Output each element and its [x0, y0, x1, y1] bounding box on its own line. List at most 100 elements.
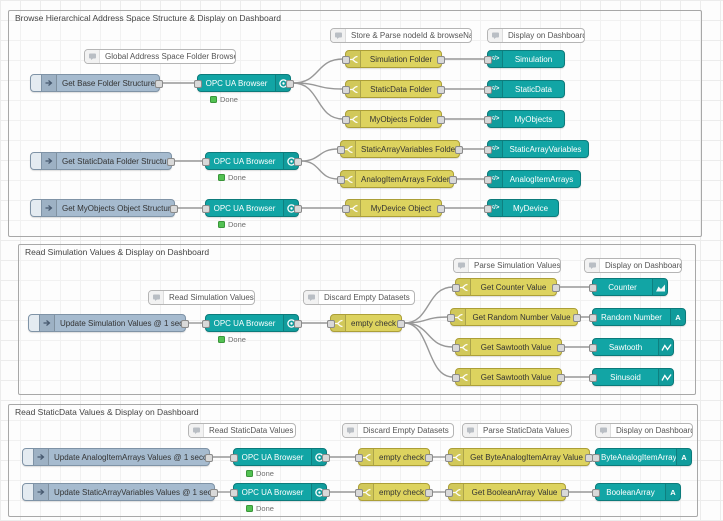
- wire[interactable]: [403, 322, 454, 378]
- output-port[interactable]: [455, 146, 463, 154]
- input-port[interactable]: [327, 320, 335, 328]
- function-node[interactable]: MyDevice Object: [342, 199, 445, 217]
- output-port[interactable]: [437, 86, 445, 94]
- function-node[interactable]: empty check: [327, 314, 405, 332]
- function-node[interactable]: Get BooleanArray Value: [445, 483, 569, 501]
- output-port[interactable]: [205, 454, 213, 462]
- browser-node[interactable]: OPC UA Browser: [202, 314, 302, 332]
- input-port[interactable]: [194, 80, 202, 88]
- inject-button[interactable]: [23, 484, 34, 500]
- display-node[interactable]: Counter: [589, 278, 668, 296]
- function-node[interactable]: Get Sawtooth Value: [452, 338, 565, 356]
- comment-node[interactable]: Read Simulation Values: [148, 290, 255, 305]
- display-node[interactable]: Sawtooth: [589, 338, 674, 356]
- display-node[interactable]: </>StaticData: [484, 80, 565, 98]
- wire[interactable]: [300, 160, 339, 180]
- output-port[interactable]: [322, 454, 330, 462]
- input-port[interactable]: [230, 454, 238, 462]
- input-port[interactable]: [484, 205, 492, 213]
- input-port[interactable]: [447, 314, 455, 322]
- function-node[interactable]: Get ByteAnalogItemArray Value: [445, 448, 593, 466]
- output-port[interactable]: [286, 80, 294, 88]
- function-node[interactable]: StaticData Folder: [342, 80, 445, 98]
- display-node[interactable]: </>MyObjects: [484, 110, 565, 128]
- output-port[interactable]: [397, 320, 405, 328]
- inject-button[interactable]: [31, 200, 42, 216]
- input-port[interactable]: [592, 454, 600, 462]
- input-port[interactable]: [230, 489, 238, 497]
- inject-node[interactable]: Get StaticData Folder Structure °: [30, 152, 175, 170]
- function-node[interactable]: Get Random Number Value: [447, 308, 581, 326]
- input-port[interactable]: [589, 374, 597, 382]
- function-node[interactable]: Get Sawtooth Value: [452, 368, 565, 386]
- output-port[interactable]: [170, 205, 178, 213]
- input-port[interactable]: [342, 56, 350, 64]
- wire[interactable]: [292, 82, 344, 120]
- input-port[interactable]: [202, 158, 210, 166]
- output-port[interactable]: [294, 158, 302, 166]
- wire[interactable]: [403, 286, 454, 324]
- input-port[interactable]: [452, 284, 460, 292]
- display-node[interactable]: </>MyDevice: [484, 199, 559, 217]
- comment-node[interactable]: Display on Dashboard: [595, 423, 693, 438]
- input-port[interactable]: [589, 314, 597, 322]
- output-port[interactable]: [294, 205, 302, 213]
- output-port[interactable]: [322, 489, 330, 497]
- input-port[interactable]: [452, 374, 460, 382]
- function-node[interactable]: empty check: [355, 448, 433, 466]
- inject-button[interactable]: [29, 315, 40, 331]
- wire[interactable]: [292, 58, 344, 84]
- input-port[interactable]: [337, 176, 345, 184]
- input-port[interactable]: [355, 454, 363, 462]
- inject-button[interactable]: [23, 449, 34, 465]
- inject-node[interactable]: Get MyObjects Object Structure °: [30, 199, 178, 217]
- comment-node[interactable]: Parse Simulation Values: [453, 258, 561, 273]
- function-node[interactable]: empty check: [355, 483, 433, 501]
- inject-button[interactable]: [31, 153, 42, 169]
- function-node[interactable]: AnalogItemArrays Folder: [337, 170, 457, 188]
- wire[interactable]: [300, 148, 339, 162]
- input-port[interactable]: [484, 116, 492, 124]
- output-port[interactable]: [552, 284, 560, 292]
- output-port[interactable]: [437, 116, 445, 124]
- comment-node[interactable]: Parse StaticData Values: [462, 423, 572, 438]
- comment-node[interactable]: Display on Dashboard: [584, 258, 682, 273]
- comment-node[interactable]: Read StaticData Values: [188, 423, 296, 438]
- input-port[interactable]: [342, 116, 350, 124]
- input-port[interactable]: [592, 489, 600, 497]
- input-port[interactable]: [337, 146, 345, 154]
- input-port[interactable]: [202, 205, 210, 213]
- inject-node[interactable]: Update Simulation Values @ 1 second ↻: [28, 314, 189, 332]
- browser-node[interactable]: OPC UA Browser: [202, 199, 302, 217]
- browser-node[interactable]: OPC UA Browser: [230, 483, 330, 501]
- output-port[interactable]: [557, 374, 565, 382]
- output-port[interactable]: [155, 80, 163, 88]
- function-node[interactable]: Get Counter Value: [452, 278, 560, 296]
- input-port[interactable]: [445, 454, 453, 462]
- display-node[interactable]: </>Simulation: [484, 50, 565, 68]
- display-node[interactable]: Sinusoid: [589, 368, 674, 386]
- input-port[interactable]: [342, 205, 350, 213]
- inject-node[interactable]: Update AnalogItemArrays Values @ 1 secon…: [22, 448, 213, 466]
- wire[interactable]: [403, 322, 454, 348]
- output-port[interactable]: [294, 320, 302, 328]
- display-node[interactable]: </>StaticArrayVariables: [484, 140, 589, 158]
- output-port[interactable]: [210, 489, 218, 497]
- input-port[interactable]: [484, 56, 492, 64]
- input-port[interactable]: [445, 489, 453, 497]
- output-port[interactable]: [573, 314, 581, 322]
- comment-node[interactable]: Global Address Space Folder Browse: [84, 49, 236, 64]
- output-port[interactable]: [449, 176, 457, 184]
- browser-node[interactable]: OPC UA Browser: [194, 74, 294, 92]
- inject-node[interactable]: Get Base Folder Structure °: [30, 74, 163, 92]
- input-port[interactable]: [589, 344, 597, 352]
- output-port[interactable]: [425, 454, 433, 462]
- function-node[interactable]: StaticArrayVariables Folder: [337, 140, 463, 158]
- comment-node[interactable]: Store & Parse nodeId & browseName: [330, 28, 472, 43]
- wire[interactable]: [403, 316, 449, 324]
- function-node[interactable]: MyObjects Folder: [342, 110, 445, 128]
- input-port[interactable]: [342, 86, 350, 94]
